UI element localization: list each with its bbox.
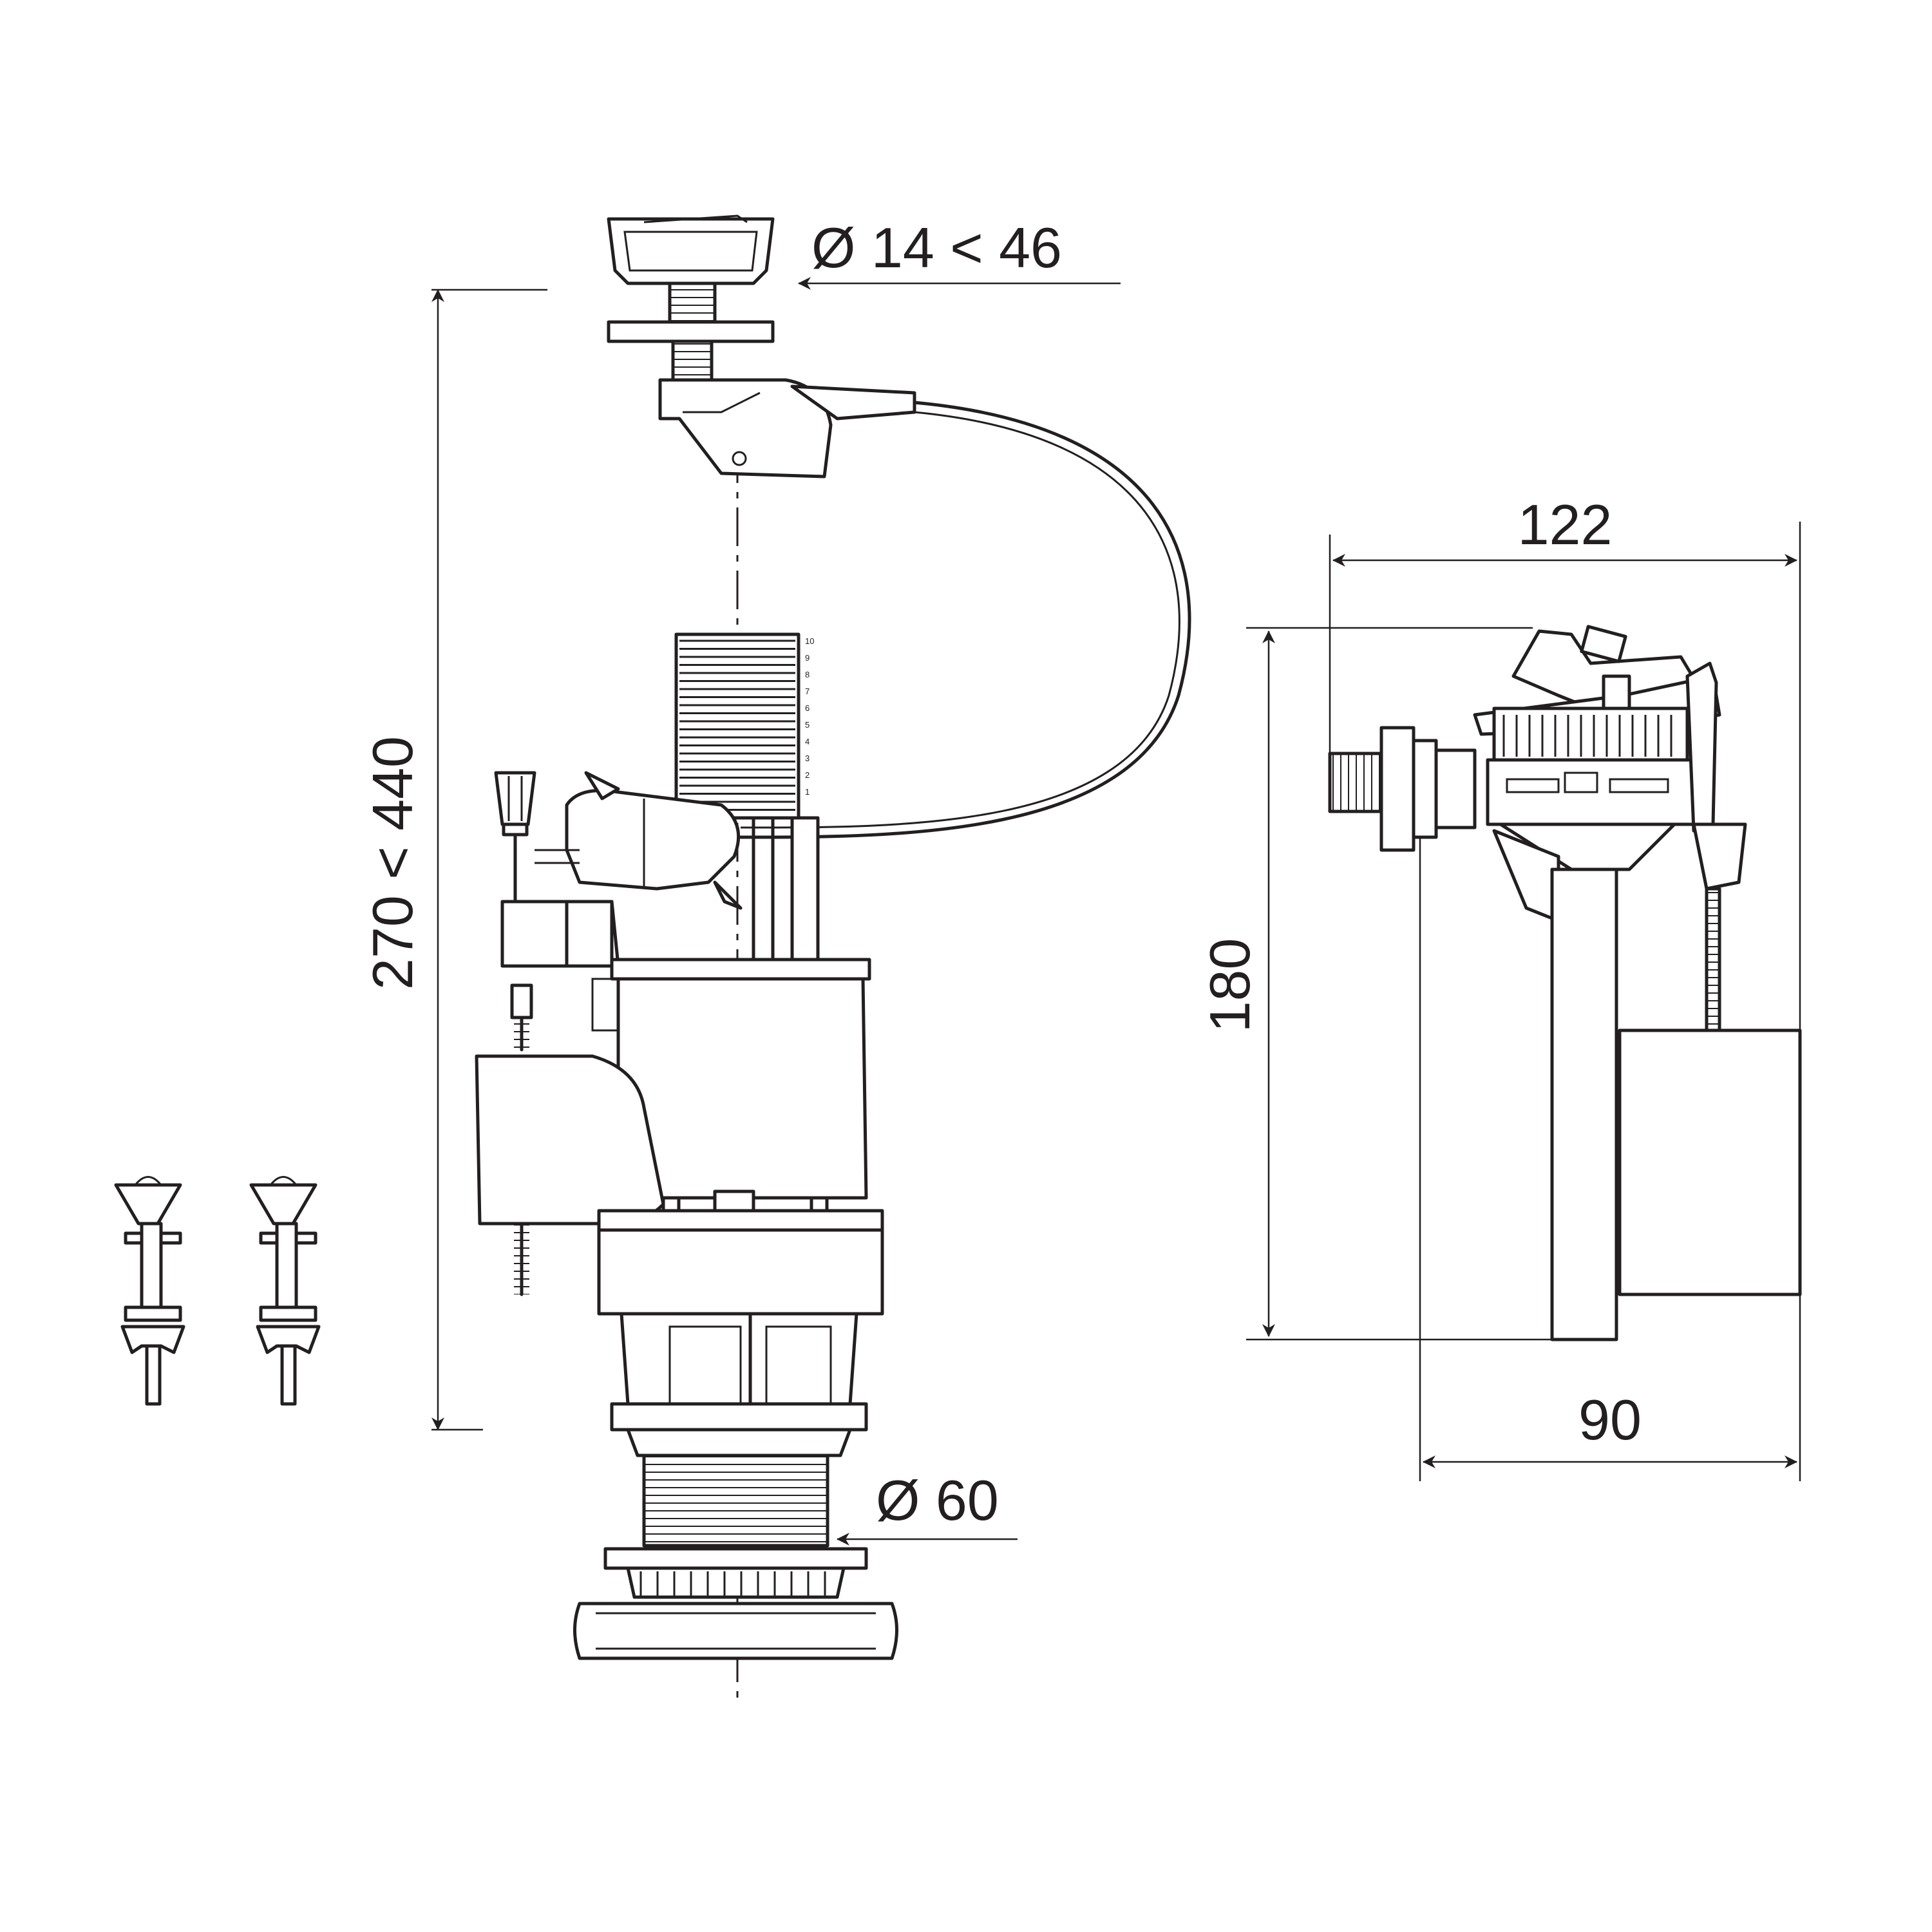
scale-mark: 6 (805, 703, 810, 713)
scale-mark: 4 (805, 737, 810, 746)
fill-valve (1328, 625, 1802, 1341)
dimension-label: Ø 14 < 46 (811, 216, 1062, 279)
scale-mark: 3 (805, 753, 810, 763)
scale-mark: 7 (805, 687, 810, 696)
scale-labels: 10 9 8 7 6 5 4 3 2 1 (805, 636, 814, 797)
dim-valve-height: 180 (1198, 627, 1552, 1341)
graduated-column: 10 9 8 7 6 5 4 3 2 1 (674, 632, 814, 820)
screw (114, 1176, 185, 1406)
dimension-label: 180 (1198, 938, 1262, 1033)
flush-valve: 10 9 8 7 6 5 4 3 2 1 (361, 214, 1191, 1700)
dim-valve-depth: 90 (1419, 837, 1801, 1481)
screw (249, 1176, 321, 1406)
dimension-label: Ø 60 (876, 1468, 999, 1532)
dim-outlet: Ø 60 (837, 1468, 1018, 1546)
fixing-screws (114, 1176, 321, 1406)
dimension-label: 270 < 440 (361, 736, 424, 990)
scale-mark: 10 (805, 636, 814, 646)
dim-valve-width: 122 (1329, 493, 1801, 1030)
push-button (607, 214, 775, 382)
dimension-label: 90 (1578, 1388, 1642, 1452)
scale-mark: 5 (805, 720, 810, 730)
float-arm (494, 771, 743, 910)
scale-mark: 9 (805, 653, 810, 663)
dimension-label: 122 (1518, 493, 1613, 556)
cable-housing (658, 378, 1191, 839)
scale-mark: 8 (805, 670, 810, 679)
dim-push-button: Ø 14 < 46 (798, 216, 1121, 290)
scale-mark: 1 (805, 787, 810, 797)
flush-body (475, 900, 898, 1660)
dim-total-height: 270 < 440 (361, 289, 547, 1431)
scale-mark: 2 (805, 770, 810, 780)
